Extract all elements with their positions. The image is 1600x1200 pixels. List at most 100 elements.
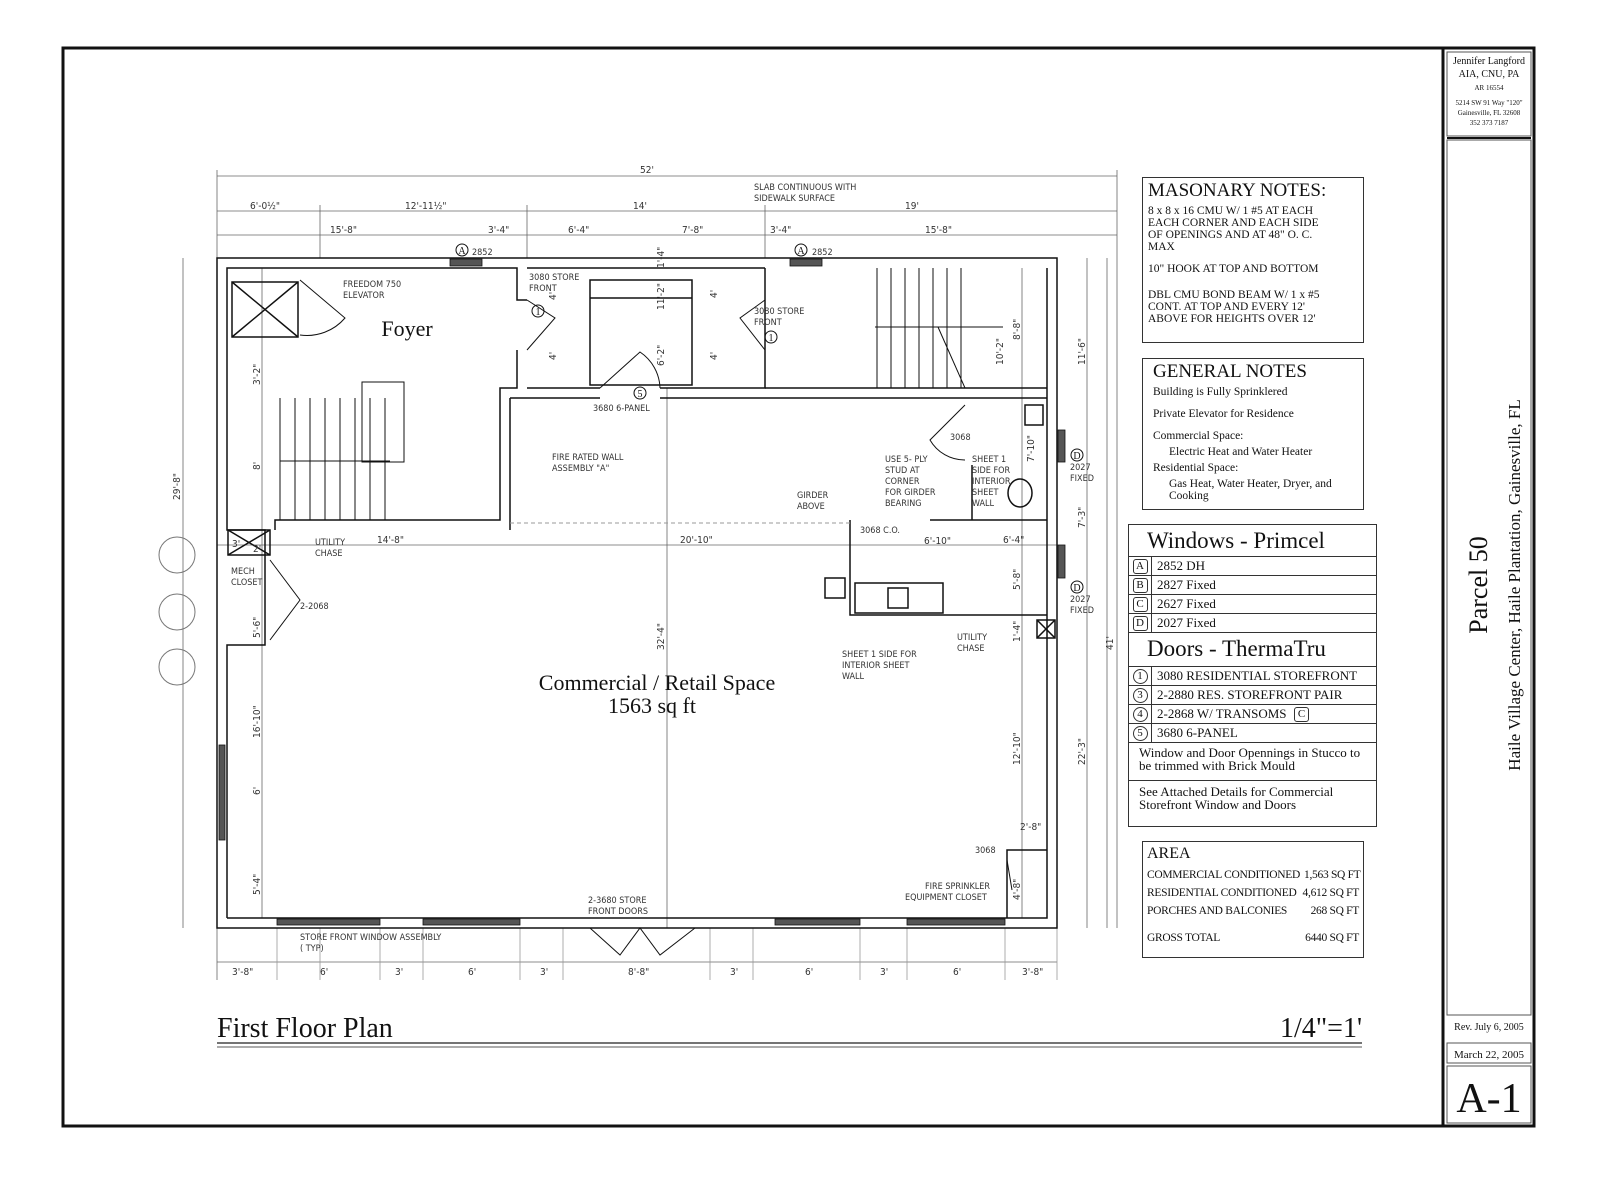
drawing-title: First Floor Plan xyxy=(217,1013,393,1044)
window-tag-a: A xyxy=(794,243,808,257)
annotation: FREEDOM 750 xyxy=(343,280,401,290)
dimension-label: 15'-8" xyxy=(925,225,952,236)
annotation: 2027 xyxy=(1070,595,1091,605)
sheet-number: A-1 xyxy=(1456,1076,1521,1122)
dimension-label: 1'-4" xyxy=(656,247,667,268)
dimension-label: 6' xyxy=(468,967,476,978)
dimension-label: 8' xyxy=(252,462,263,470)
column-circles xyxy=(158,536,196,686)
dimension-label: 2'-8" xyxy=(1020,822,1041,833)
dimension-label: 12'-10" xyxy=(1012,732,1023,765)
interior-dimensions: 3'-2" 8' 5'-6" 16'-10" 6' 5'-4" 32'-4" 1… xyxy=(232,247,1088,900)
annotation: 2852 xyxy=(812,248,833,258)
dimension-label: 3'-4" xyxy=(488,225,509,236)
room-foyer: Foyer xyxy=(381,316,433,341)
annotation: FIXED xyxy=(1070,606,1094,616)
schedule-note: Window and Door Opennings in Stucco to b… xyxy=(1129,742,1376,780)
dimension-label: 14'-8" xyxy=(377,535,404,546)
annotation: 3068 xyxy=(975,846,996,856)
project-box xyxy=(1446,139,1532,1016)
annotation: FIRE RATED WALL xyxy=(552,453,624,463)
architect-license: AR 16554 xyxy=(1475,84,1504,92)
dimension-label: 1'-4" xyxy=(1012,621,1023,642)
dimension-label: 2' xyxy=(253,544,261,555)
windows xyxy=(218,258,1066,926)
annotation: USE 5- PLY xyxy=(885,455,928,465)
dimension-label: 6'-4" xyxy=(1003,535,1024,546)
svg-text:1: 1 xyxy=(536,307,541,318)
masonary-notes: MASONARY NOTES: 8 x 8 x 16 CMU W/ 1 #5 A… xyxy=(1142,177,1364,343)
dimension-label: 3' xyxy=(395,967,403,978)
dimension-lines xyxy=(182,170,1118,980)
dimension-label: 7'-10" xyxy=(1026,435,1037,462)
annotation: 3068 C.O. xyxy=(860,526,900,536)
annotation: WALL xyxy=(972,499,995,509)
dimension-label: 3' xyxy=(540,967,548,978)
annotation: ABOVE xyxy=(797,502,825,512)
architect-phone: 352 373 7187 xyxy=(1470,119,1509,127)
dimension-label: 3' xyxy=(730,967,738,978)
stairs xyxy=(279,268,1003,520)
dimension-label: 8'-8" xyxy=(628,967,649,978)
walls xyxy=(216,257,1058,929)
dimension-label: 11'-6" xyxy=(1077,338,1088,365)
top-dimensions: 52' 6'-0½" 12'-11½" 14' 19' 15'-8" 3'-4"… xyxy=(250,165,952,236)
dimension-label: 3' xyxy=(232,539,240,550)
svg-text:D: D xyxy=(1073,451,1080,462)
svg-text:D: D xyxy=(1073,583,1080,594)
annotation: FIXED xyxy=(1070,474,1094,484)
annotation: ( TYP) xyxy=(300,944,324,954)
dimension-label: 6'-10" xyxy=(924,536,951,547)
annotation: EQUIPMENT CLOSET xyxy=(905,893,987,903)
masonary-note: DBL CMU BOND BEAM W/ 1 x #5 CONT. AT TOP… xyxy=(1148,289,1320,325)
project-location: Haile Village Center, Haile Plantation, … xyxy=(1505,399,1524,770)
dimension-label: 5'-6" xyxy=(252,617,263,638)
dimension-label: 3' xyxy=(880,967,888,978)
dimension-label: 12'-11½" xyxy=(405,200,446,212)
dimension-label: 11'-2" xyxy=(656,283,667,310)
annotation: CHASE xyxy=(315,549,343,559)
dimension-label: 10'-2" xyxy=(995,338,1006,365)
general-note: Building is Fully Sprinklered xyxy=(1153,386,1288,398)
annotation: SIDE FOR xyxy=(972,466,1010,476)
annotation: 3080 STORE xyxy=(529,273,579,283)
room-commercial-area: 1563 sq ft xyxy=(608,693,696,718)
annotation: INTERIOR SHEET xyxy=(842,661,910,671)
annotation: MECH xyxy=(231,567,255,577)
dimension-label: 6' xyxy=(805,967,813,978)
dimension-label: 6'-0½" xyxy=(250,200,280,212)
dimension-label: 20'-10" xyxy=(680,535,713,546)
general-note: Commercial Space: xyxy=(1153,430,1244,442)
general-note: Gas Heat, Water Heater, Dryer, and Cooki… xyxy=(1169,478,1332,502)
annotations: FREEDOM 750 ELEVATOR 3080 STORE FRONT 30… xyxy=(231,183,1094,954)
dimension-label: 41' xyxy=(1105,636,1116,650)
revision-date: Rev. July 6, 2005 xyxy=(1454,1022,1524,1033)
schedule-note: See Attached Details for Commercial Stor… xyxy=(1129,780,1376,815)
dimension-label: 6' xyxy=(252,787,263,795)
dimension-label: 4'-8" xyxy=(1012,879,1023,900)
dimension-label: 6'-4" xyxy=(568,225,589,236)
door-tag-5: 5 xyxy=(633,386,647,400)
annotation: UTILITY xyxy=(315,538,345,548)
masonary-notes-heading: MASONARY NOTES: xyxy=(1148,180,1327,201)
annotation: FRONT xyxy=(754,318,782,328)
svg-text:A: A xyxy=(797,246,805,257)
annotation: ASSEMBLY "A" xyxy=(552,464,609,474)
architect-box xyxy=(1446,51,1532,137)
annotation: 3080 STORE xyxy=(754,307,804,317)
architect-address-1: 5214 SW 91 Way "120" xyxy=(1455,99,1522,107)
side-dimensions: 29'-8" 11'-6" 41' 22'-3" xyxy=(172,338,1116,765)
dimension-label: 16'-10" xyxy=(252,705,263,738)
annotation: BEARING xyxy=(885,499,922,509)
dimension-label: 4' xyxy=(548,292,559,300)
annotation: ELEVATOR xyxy=(343,291,385,301)
dimension-label: 4' xyxy=(548,352,559,360)
